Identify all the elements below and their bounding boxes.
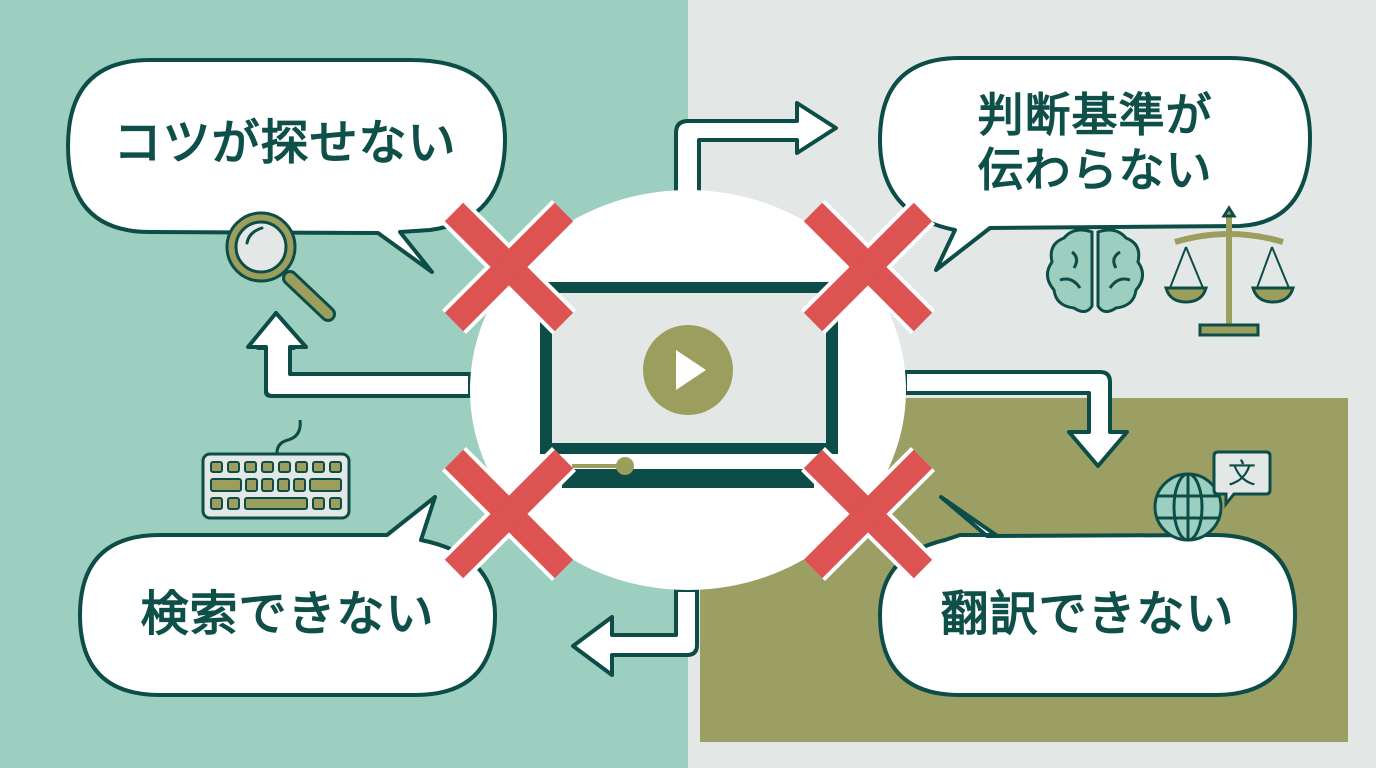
cross-icon bbox=[441, 446, 577, 582]
arrow-down-right bbox=[903, 370, 1129, 468]
arrow-left-bottom bbox=[571, 588, 699, 677]
bubble-top-left bbox=[66, 58, 507, 274]
globe-translate-icon: 文 bbox=[1153, 450, 1272, 542]
keyboard-icon bbox=[201, 419, 351, 520]
bubble-bottom-left-text: 検索できない bbox=[140, 586, 435, 642]
bubble-bottom-right bbox=[878, 495, 1297, 697]
bubble-top-right-line1: 判断基準が bbox=[977, 88, 1213, 142]
bubble-top-right-text: 判断基準が 伝わらない bbox=[900, 88, 1290, 198]
bubble-top-left-text: コツが探せない bbox=[113, 115, 457, 171]
cross-icon bbox=[800, 199, 936, 335]
arrow-right-top bbox=[674, 101, 838, 197]
cross-icon bbox=[441, 199, 577, 335]
bubble-bottom-left bbox=[78, 495, 497, 697]
bubble-top-right bbox=[878, 56, 1312, 272]
magnifier-icon bbox=[225, 211, 336, 322]
cross-icon bbox=[800, 446, 936, 582]
video-player-icon bbox=[470, 190, 906, 590]
bubble-bottom-right-text: 翻訳できない bbox=[940, 586, 1235, 642]
arrow-up-left bbox=[246, 311, 472, 398]
svg-text:文: 文 bbox=[1228, 457, 1256, 490]
brain-icon bbox=[1046, 228, 1144, 313]
progress-handle bbox=[616, 457, 634, 475]
scales-icon bbox=[1164, 205, 1295, 337]
bubble-top-right-line2: 伝わらない bbox=[977, 143, 1213, 198]
